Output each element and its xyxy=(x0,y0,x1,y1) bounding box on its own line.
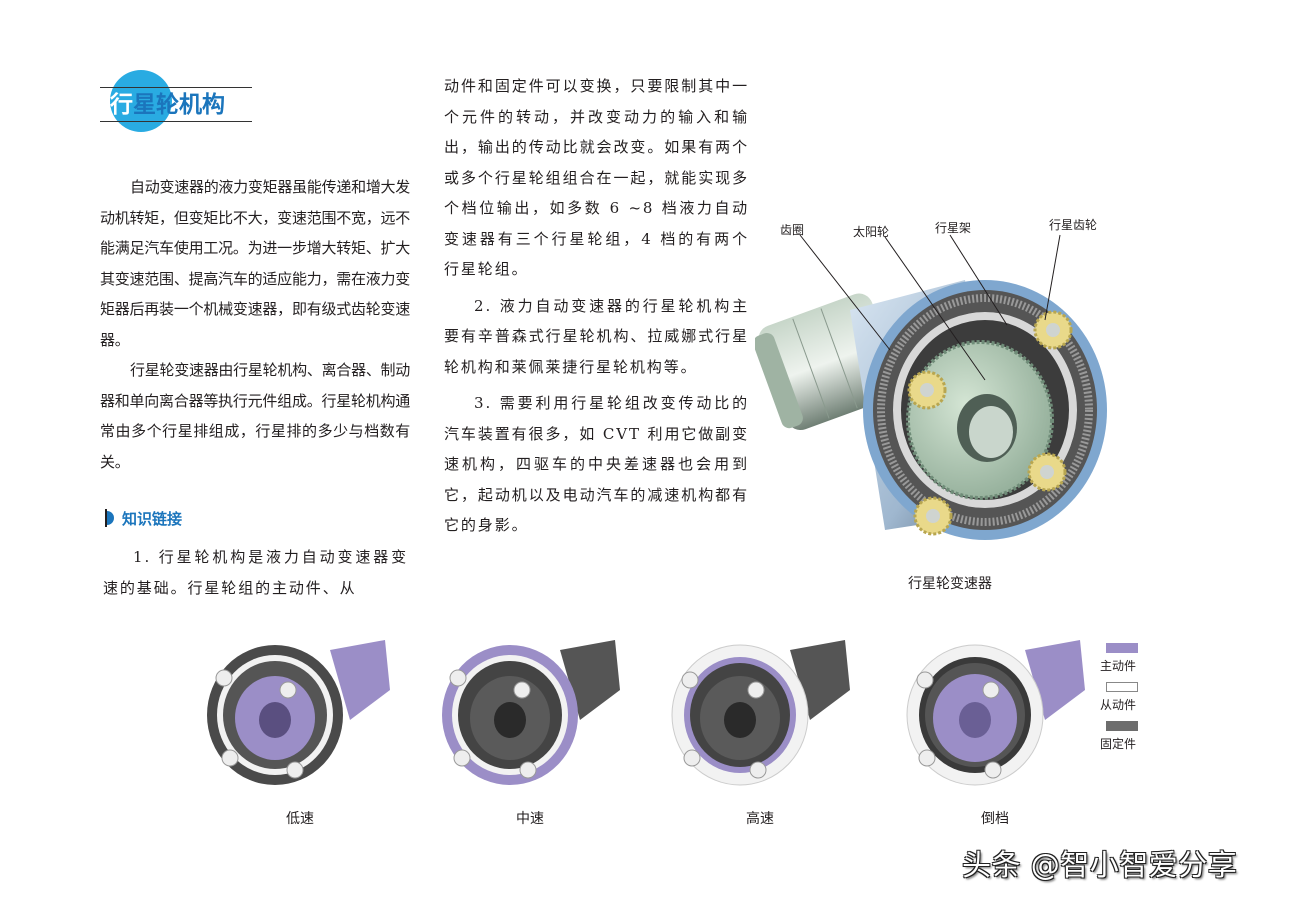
title-text-rest: 星轮机构 xyxy=(133,92,225,118)
gear-state-high-illustration xyxy=(671,640,850,786)
gear-state-reverse-illustration xyxy=(906,640,1085,786)
gear-state-label: 中速 xyxy=(516,811,544,827)
intro-paragraph-1: 自动变速器的液力变矩器虽能传递和增大发动机转矩，但变矩比不大，变速范围不宽，远不… xyxy=(100,178,410,349)
gear-state-medium-illustration xyxy=(442,640,620,785)
gear-state-medium: 中速 xyxy=(430,630,630,830)
intro-paragraph-2: 行星轮变速器由行星轮机构、离合器、制动器和单向离合器等执行元件组成。行星轮机构通… xyxy=(100,361,410,471)
knowledge-item-1-continued: 动件和固定件可以变换，只要限制其中一个元件的转动，并改变动力的输入和输出，输出的… xyxy=(444,77,749,278)
section-title: 行星轮机构 xyxy=(110,90,225,120)
gear-state-low: 低速 xyxy=(200,630,400,830)
gear-state-high: 高速 xyxy=(660,630,860,830)
intro-text: 自动变速器的液力变矩器虽能传递和增大发动机转矩，但变矩比不大，变速范围不宽，远不… xyxy=(100,172,410,477)
gear-state-label: 高速 xyxy=(746,811,774,827)
callout-planet-gear: 行星齿轮 xyxy=(1049,218,1098,232)
knowledge-column-2: 动件和固定件可以变换，只要限制其中一个元件的转动，并改变动力的输入和输出，输出的… xyxy=(444,71,749,541)
component-legend: 主动件 从动件 固定件 xyxy=(1100,643,1150,760)
callout-planet-carrier: 行星架 xyxy=(935,221,972,235)
knowledge-item-1-text: 1. 行星轮机构是液力自动变速器变速的基础。行星轮组的主动件、从 xyxy=(103,548,408,597)
main-figure-caption: 行星轮变速器 xyxy=(908,576,992,592)
knowledge-item-1-start: 1. 行星轮机构是液力自动变速器变速的基础。行星轮组的主动件、从 xyxy=(103,542,408,603)
section-title-block: 行星轮机构 xyxy=(100,70,252,136)
gear-state-label: 倒档 xyxy=(981,811,1009,827)
gear-state-reverse: 倒档 xyxy=(895,630,1095,830)
knowledge-item-3: 3. 需要利用行星轮组改变传动比的汽车装置有很多，如 CVT 利用它做副变速机构… xyxy=(444,394,749,534)
knowledge-link-heading: 知识链接 xyxy=(105,506,182,530)
legend-label-driving: 主动件 xyxy=(1100,659,1137,673)
title-text-on-circle: 行 xyxy=(110,92,133,118)
callout-ring-gear: 齿圈 xyxy=(780,223,805,237)
legend-label-driven: 从动件 xyxy=(1100,698,1137,712)
legend-item-fixed: 固定件 xyxy=(1100,721,1150,752)
gear-state-label: 低速 xyxy=(286,811,314,827)
title-rule-bottom xyxy=(100,121,252,122)
bullet-marker-icon xyxy=(105,509,116,527)
legend-swatch-driven xyxy=(1106,682,1138,692)
planetary-gear-illustration xyxy=(753,234,1107,540)
watermark: 头条 @智小智爱分享 xyxy=(962,848,1238,882)
knowledge-link-title: 知识链接 xyxy=(122,509,183,528)
legend-label-fixed: 固定件 xyxy=(1100,737,1137,751)
legend-swatch-fixed xyxy=(1106,721,1138,731)
knowledge-item-2: 2. 液力自动变速器的行星轮机构主要有辛普森式行星轮机构、拉威娜式行星轮机构和莱… xyxy=(444,296,749,376)
legend-item-driving: 主动件 xyxy=(1100,643,1150,674)
planetary-gear-figure: 齿圈 太阳轮 行星架 行星齿轮 xyxy=(753,210,1125,600)
legend-item-driven: 从动件 xyxy=(1100,682,1150,713)
title-rule-top xyxy=(100,87,252,88)
gear-state-low-illustration xyxy=(207,640,390,785)
callout-sun-gear: 太阳轮 xyxy=(853,225,890,239)
legend-swatch-driving xyxy=(1106,643,1138,653)
